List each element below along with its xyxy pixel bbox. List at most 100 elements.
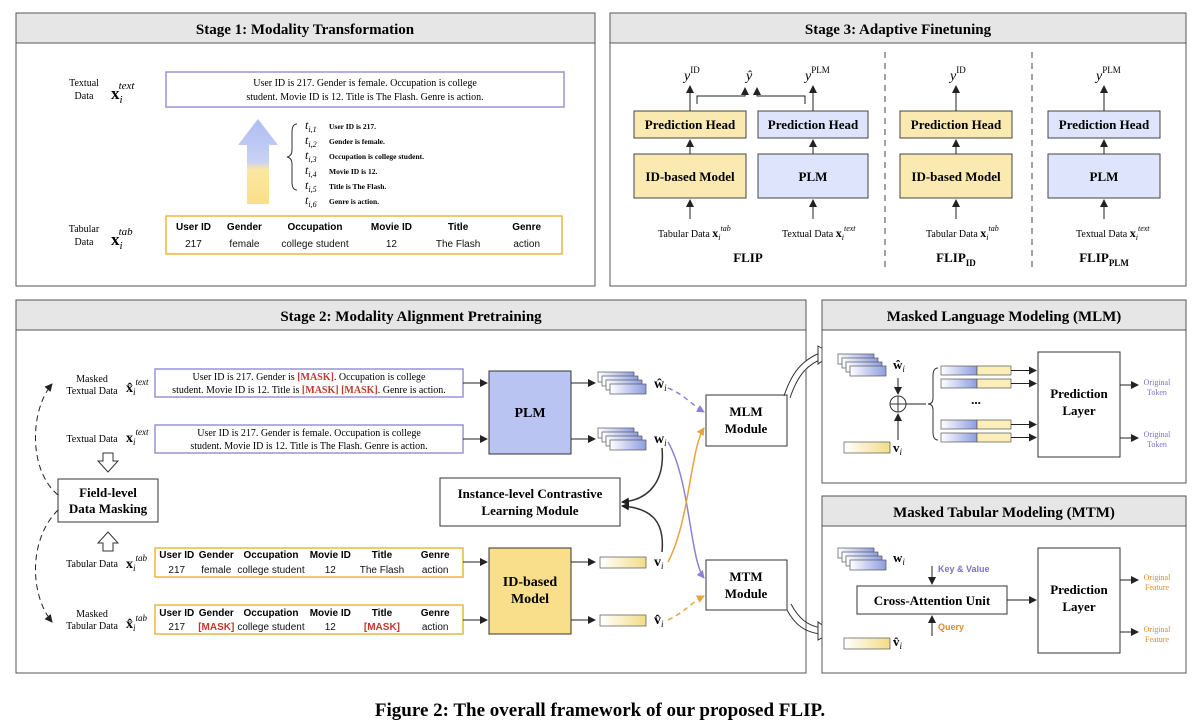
mlm-prediction-label: Prediction [1050, 386, 1108, 401]
table-header: Title [372, 550, 393, 561]
sentence-line-2: student. Movie ID is 12. Title is The Fl… [246, 92, 483, 103]
stage1-title: Stage 1: Modality Transformation [196, 22, 415, 38]
table-header: User ID [159, 550, 194, 561]
cross-attention-label: Cross-Attention Unit [874, 593, 991, 608]
table-header: Title [372, 608, 393, 619]
id-model-box-s2 [488, 547, 572, 635]
transform-arrow-icon [238, 119, 278, 204]
prediction-head-id [633, 110, 747, 139]
table-header: User ID [159, 608, 194, 619]
mlm-v: vi [893, 440, 903, 457]
table-cell: female [201, 565, 231, 576]
original-token-1: Original [1144, 378, 1171, 387]
table-cell: college student [237, 622, 304, 633]
textual-data-label-2: Data [75, 91, 94, 102]
table-cell: 217 [185, 239, 202, 250]
textual-data-label-s2: Textual Data [66, 434, 118, 445]
field-masking-label: Field-level [79, 485, 137, 500]
stage1-table: User ID217GenderfemaleOccupationcollege … [176, 222, 542, 250]
mlm-w-hat: ŵi [893, 357, 905, 374]
masked-sentence-line-2: student. Movie ID is 12. Title is [MASK]… [172, 385, 446, 396]
tab-embedding-bar [599, 556, 647, 569]
tabular-data-label-s2: Tabular Data [66, 559, 118, 570]
id-model-flip-id-label: ID-based Model [911, 169, 1001, 184]
figure-caption: Figure 2: The overall framework of our p… [375, 700, 825, 721]
prediction-head-flip-id-label: Prediction Head [911, 117, 1002, 132]
plm-box-s2 [488, 370, 572, 455]
table-cell: The Flash [436, 239, 480, 250]
tabular-input-2: Tabular Data xitab [926, 224, 999, 242]
stage1-panel: Stage 1: Modality Transformation Textual… [15, 12, 596, 287]
text-embedding-stack [597, 427, 647, 451]
stage3-panel: Stage 3: Adaptive Finetuning Prediction … [609, 12, 1187, 287]
original-feature-1b: Feature [1145, 583, 1169, 592]
id-model-box [633, 153, 747, 199]
s2-sentence-line-2: student. Movie ID is 12. Title is The Fl… [190, 441, 427, 452]
tabular-table-box [165, 215, 563, 255]
table-cell: 217 [168, 565, 185, 576]
contrastive-label: Instance-level Contrastive [458, 486, 603, 501]
mlm-panel: Masked Language Modeling (MLM) ŵi vi ...… [821, 299, 1187, 484]
cross-attention-box [856, 585, 1008, 615]
original-token-1b: Token [1147, 388, 1167, 397]
w-symbol: wi [654, 432, 667, 448]
table-header: Genre [421, 608, 450, 619]
mlm-module-label: MLM [729, 404, 762, 419]
textual-input-2: Textual Data xitext [1076, 224, 1150, 242]
field-masking-label-2: Data Masking [69, 501, 148, 516]
plm-box [757, 153, 869, 199]
y-hat: ŷ [744, 69, 753, 84]
prediction-head-flip-id [899, 110, 1013, 139]
table-header: Genre [512, 222, 541, 233]
mtm-module-box [705, 559, 788, 611]
table-cell: 12 [325, 565, 337, 576]
id-model-label-s2-2: Model [511, 592, 549, 607]
mtm-panel: Masked Tabular Modeling (MTM) wi Key & V… [821, 495, 1187, 674]
prediction-head-id-label: Prediction Head [645, 117, 736, 132]
mlm-module-label-2: Module [725, 421, 768, 436]
flip-label: FLIP [733, 250, 763, 265]
textual-box-s2 [154, 424, 464, 454]
down-hollow-arrow-icon [96, 452, 120, 473]
mlm-prediction-label-2: Layer [1062, 403, 1095, 418]
masked-tabular-label-2: Tabular Data [66, 621, 118, 632]
prediction-head-flip-plm-label: Prediction Head [1059, 117, 1150, 132]
up-hollow-arrow-icon [96, 531, 120, 552]
table-header: Gender [199, 550, 234, 561]
tabular-data-label-2: Data [75, 237, 94, 248]
prediction-head-plm-label: Prediction Head [768, 117, 859, 132]
masked-textual-label-2: Textual Data [66, 386, 118, 397]
stage3-title: Stage 3: Adaptive Finetuning [805, 22, 992, 38]
table-cell: action [513, 239, 540, 250]
masked-textual-label: Masked [76, 374, 108, 385]
concat-row [940, 378, 1037, 389]
mtm-module-label: MTM [729, 569, 762, 584]
prediction-head-plm [757, 110, 869, 139]
table-header: Gender [227, 222, 262, 233]
masked-sentence-line-1: User ID is 217. Gender is [MASK]. Occupa… [192, 372, 426, 383]
plm-flip-plm-label: PLM [1090, 169, 1119, 184]
original-feature-2b: Feature [1145, 635, 1169, 644]
id-model-label: ID-based Model [645, 169, 735, 184]
key-value-label: Key & Value [938, 564, 990, 574]
flip-plm-label: FLIPPLM [1079, 250, 1129, 268]
masked-text-embedding-stack [597, 371, 647, 395]
table-header: Title [448, 222, 469, 233]
table-cell: [MASK] [364, 622, 400, 633]
tabular-box-s2 [154, 547, 464, 578]
table-cell: 12 [386, 239, 398, 250]
query-label: Query [938, 622, 964, 632]
table-header: Genre [421, 550, 450, 561]
table-cell: 12 [325, 622, 337, 633]
concat-row [940, 419, 1037, 430]
original-feature-1: Original [1144, 573, 1171, 582]
mtm-w: wi [893, 550, 905, 567]
field-masking-box [57, 478, 159, 523]
